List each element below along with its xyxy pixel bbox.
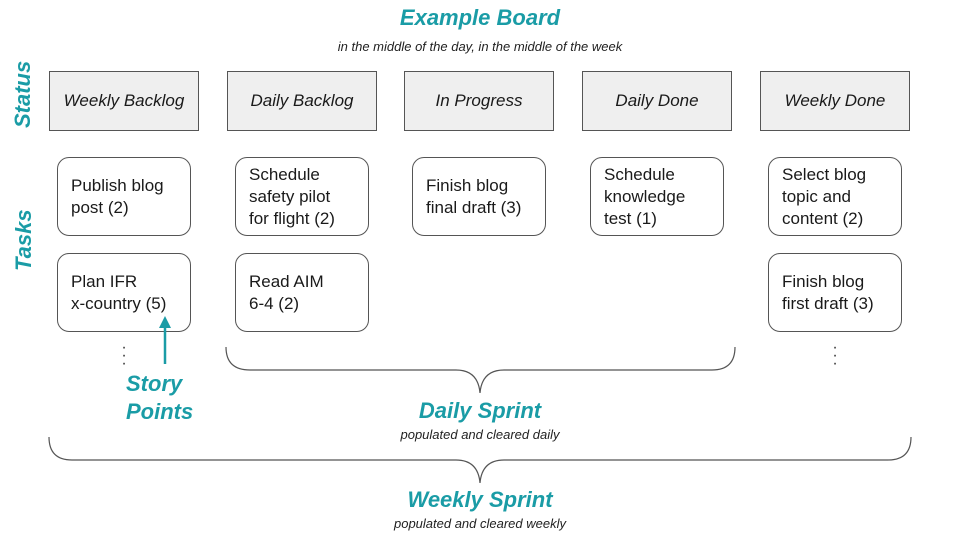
- task-text: Finish blog first draft (3): [782, 271, 874, 313]
- daily-sprint-label: Daily Sprint: [418, 398, 542, 423]
- weekly-sprint-caption: populated and cleared weekly: [393, 516, 566, 531]
- story-points-arrow: [159, 316, 171, 364]
- task-text: Plan IFR x-country (5): [71, 271, 167, 313]
- task-card: Schedule safety pilot for flight (2): [235, 157, 369, 236]
- task-text: Schedule safety pilot for flight (2): [249, 164, 335, 228]
- daily-sprint-caption: populated and cleared daily: [400, 427, 560, 442]
- more-tasks-ellipsis: ···: [832, 339, 838, 372]
- board-subtitle: in the middle of the day, in the middle …: [337, 39, 623, 54]
- task-card: Select blog topic and content (2): [768, 157, 902, 236]
- task-text: Schedule knowledge test (1): [604, 164, 686, 228]
- task-card: Publish blog post (2): [57, 157, 191, 236]
- status-weekly-done: Weekly Done: [760, 71, 910, 131]
- daily-sprint-brace: [225, 346, 736, 394]
- board-title: Example Board: [399, 5, 561, 30]
- status-daily-backlog: Daily Backlog: [227, 71, 377, 131]
- task-card: Plan IFR x-country (5): [57, 253, 191, 332]
- task-text: Finish blog final draft (3): [426, 175, 522, 217]
- task-text: Select blog topic and content (2): [782, 164, 867, 228]
- task-card: Schedule knowledge test (1): [590, 157, 724, 236]
- weekly-sprint-label: Weekly Sprint: [407, 487, 553, 512]
- more-tasks-ellipsis: ···: [121, 339, 127, 372]
- status-weekly-backlog: Weekly Backlog: [49, 71, 199, 131]
- task-card: Finish blog final draft (3): [412, 157, 546, 236]
- weekly-sprint-brace: [48, 436, 912, 484]
- task-text: Read AIM 6-4 (2): [249, 271, 324, 313]
- task-card: Read AIM 6-4 (2): [235, 253, 369, 332]
- task-card: Finish blog first draft (3): [768, 253, 902, 332]
- task-text: Publish blog post (2): [71, 175, 164, 217]
- story-points-label: Story Points: [126, 371, 194, 424]
- status-in-progress: In Progress: [404, 71, 554, 131]
- status-daily-done: Daily Done: [582, 71, 732, 131]
